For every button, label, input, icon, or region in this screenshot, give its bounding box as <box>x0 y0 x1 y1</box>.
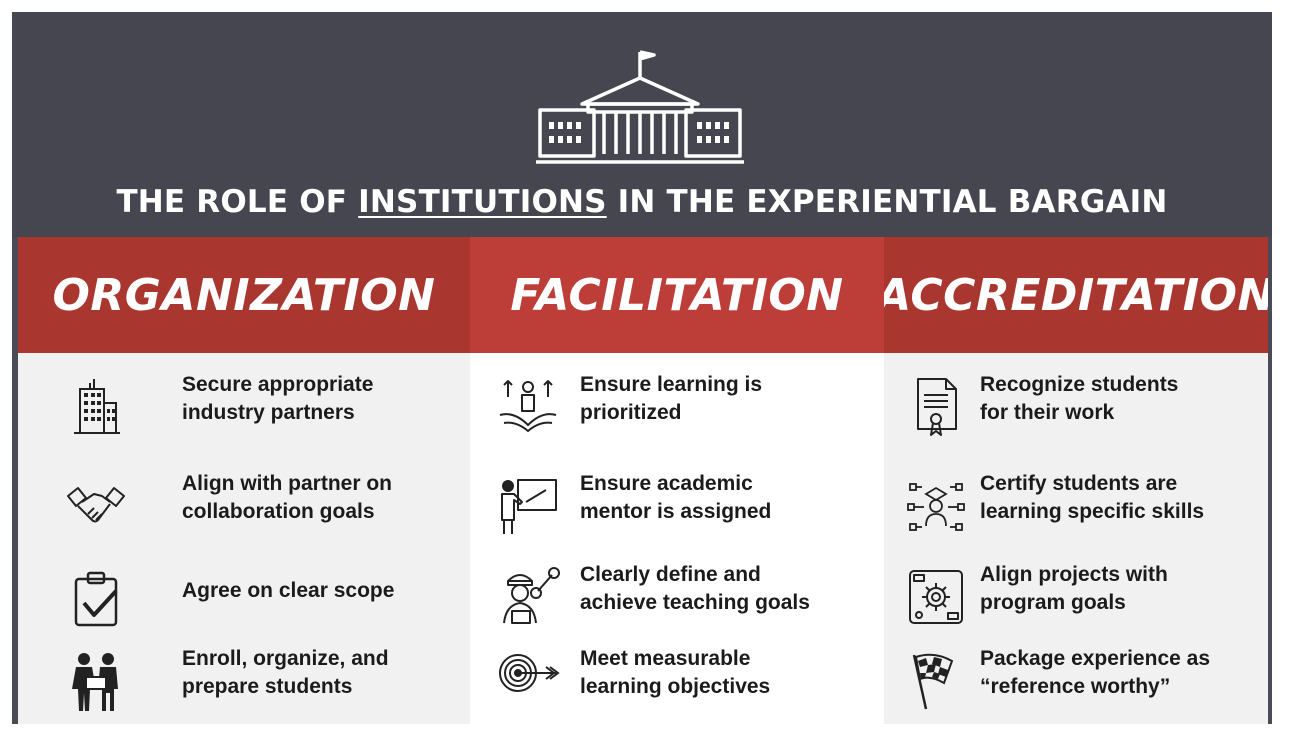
certificate-icon <box>904 375 968 439</box>
item-text: Meet measurable learning objectives <box>580 645 770 701</box>
list-item: Align with partner on collaboration goal… <box>18 470 470 540</box>
list-item: Secure appropriate industry partners <box>18 371 470 441</box>
item-line-1: Enroll, organize, and <box>182 647 389 670</box>
item-text: Secure appropriate industry partners <box>182 371 373 427</box>
column-header: FACILITATION <box>470 237 884 353</box>
graduate-network-icon <box>904 474 968 538</box>
item-text: Recognize students for their work <box>980 371 1178 427</box>
column-heading: FACILITATION <box>510 269 844 321</box>
list-item: Enroll, organize, and prepare students <box>18 645 470 715</box>
title-prefix: THE ROLE OF <box>116 184 359 220</box>
infographic-frame: THE ROLE OF INSTITUTIONS IN THE EXPERIEN… <box>12 12 1272 724</box>
page-title: THE ROLE OF INSTITUTIONS IN THE EXPERIEN… <box>12 184 1272 220</box>
item-line-1: Align projects with <box>980 563 1168 586</box>
students-icon <box>64 649 128 713</box>
item-line-2: learning objectives <box>580 675 771 698</box>
column-header: ORGANIZATION <box>18 237 470 353</box>
item-text: Align with partner on collaboration goal… <box>182 470 392 526</box>
item-line-1: Certify students are <box>980 472 1178 495</box>
teacher-board-icon <box>496 474 560 538</box>
item-text: Certify students are learning specific s… <box>980 470 1204 526</box>
item-text: Clearly define and achieve teaching goal… <box>580 561 810 617</box>
list-item: Ensure academic mentor is assigned <box>470 470 884 540</box>
item-line-2: for their work <box>980 401 1115 424</box>
list-item: Recognize students for their work <box>884 371 1268 441</box>
item-line-2: program goals <box>980 591 1126 614</box>
institution-building-icon <box>532 44 752 179</box>
item-line-2: collaboration goals <box>182 500 375 523</box>
item-text: Ensure learning is prioritized <box>580 371 762 427</box>
item-text: Enroll, organize, and prepare students <box>182 645 389 701</box>
engineer-wrench-icon <box>496 565 560 629</box>
hands-growth-icon <box>496 375 560 439</box>
list-item: Certify students are learning specific s… <box>884 470 1268 540</box>
item-line-1: Meet measurable <box>580 647 751 670</box>
column-organization: ORGANIZATION Secure appropriate industry… <box>18 237 470 724</box>
target-arrow-icon <box>496 649 560 713</box>
item-text: Package experience as “reference worthy” <box>980 645 1210 701</box>
column-header: ACCREDITATION <box>884 237 1268 353</box>
header-banner: THE ROLE OF INSTITUTIONS IN THE EXPERIEN… <box>12 12 1272 237</box>
item-line-2: mentor is assigned <box>580 500 772 523</box>
item-line-1: Secure appropriate <box>182 373 374 396</box>
column-body: Recognize students for their work Certif… <box>884 353 1268 724</box>
item-line-2: “reference worthy” <box>980 675 1171 698</box>
item-line-1: Agree on clear scope <box>182 579 395 602</box>
item-line-1: Ensure academic <box>580 472 753 495</box>
list-item: Ensure learning is prioritized <box>470 371 884 441</box>
office-building-icon <box>64 375 128 439</box>
list-item: Agree on clear scope <box>18 563 470 633</box>
column-body: Secure appropriate industry partners Ali… <box>18 353 470 724</box>
checkered-flag-icon <box>904 649 968 713</box>
item-line-2: prepare students <box>182 675 353 698</box>
column-facilitation: FACILITATION Ensure learning is prioriti… <box>470 237 884 724</box>
handshake-icon <box>64 474 128 538</box>
list-item: Align projects with program goals <box>884 561 1268 631</box>
item-line-1: Align with partner on <box>182 472 392 495</box>
column-heading: ACCREDITATION <box>884 269 1268 321</box>
item-line-2: prioritized <box>580 401 682 424</box>
item-line-2: learning specific skills <box>980 500 1205 523</box>
item-text: Align projects with program goals <box>980 561 1168 617</box>
column-accreditation: ACCREDITATION Recognize students for the… <box>884 237 1268 724</box>
item-line-1: Ensure learning is <box>580 373 763 396</box>
title-emphasis: INSTITUTIONS <box>358 184 607 220</box>
project-gears-icon <box>904 565 968 629</box>
item-line-1: Clearly define and <box>580 563 761 586</box>
title-suffix: IN THE EXPERIENTIAL BARGAIN <box>606 184 1168 220</box>
item-text: Ensure academic mentor is assigned <box>580 470 771 526</box>
item-line-1: Recognize students <box>980 373 1179 396</box>
column-heading: ORGANIZATION <box>52 269 436 321</box>
list-item: Meet measurable learning objectives <box>470 645 884 715</box>
item-line-2: industry partners <box>182 401 355 424</box>
column-body: Ensure learning is prioritized Ensure ac… <box>470 353 884 724</box>
list-item: Clearly define and achieve teaching goal… <box>470 561 884 631</box>
item-line-1: Package experience as <box>980 647 1210 670</box>
item-line-2: achieve teaching goals <box>580 591 810 614</box>
clipboard-check-icon <box>64 567 128 631</box>
item-text: Agree on clear scope <box>182 577 394 605</box>
list-item: Package experience as “reference worthy” <box>884 645 1268 715</box>
